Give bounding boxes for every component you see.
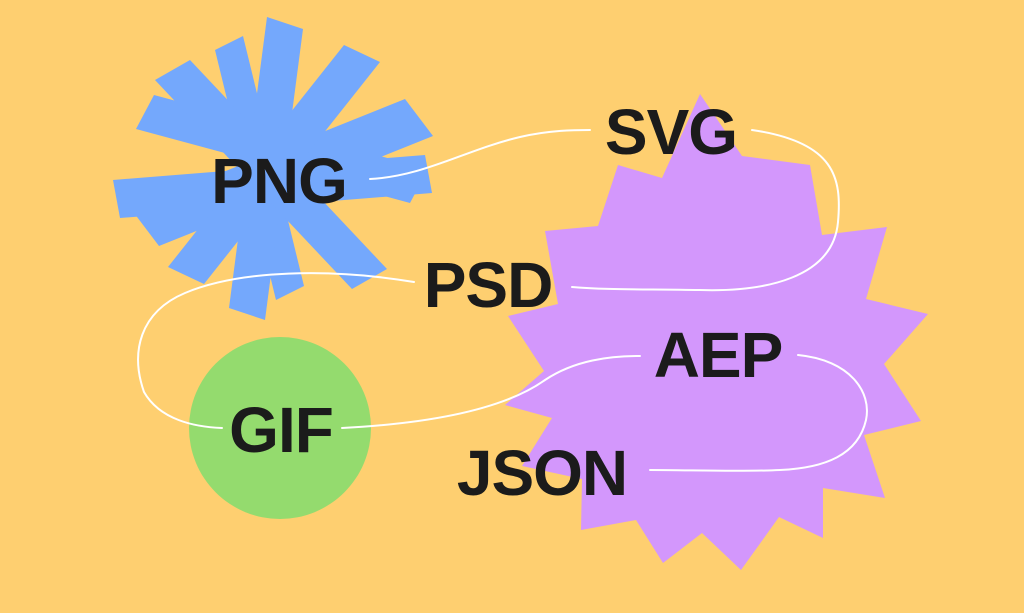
format-label-svg: SVG (605, 96, 737, 168)
format-label-json: JSON (457, 437, 627, 509)
starburst-shape (505, 94, 928, 570)
asterisk-shape (113, 17, 433, 320)
format-label-png: PNG (211, 145, 347, 217)
format-label-psd: PSD (424, 249, 553, 321)
format-label-gif: GIF (229, 394, 333, 466)
circle-shape (189, 337, 371, 519)
connector-line (137, 129, 868, 472)
format-label-aep: AEP (654, 319, 783, 391)
